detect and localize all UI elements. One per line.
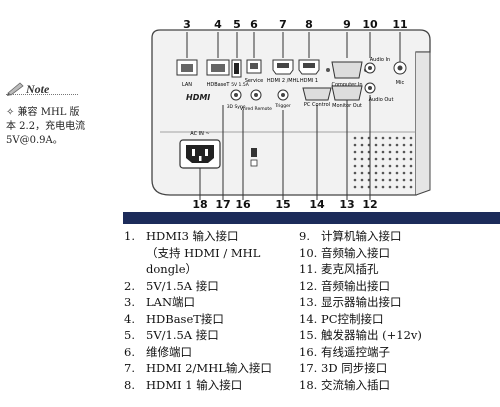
3d-sync-jack [230, 89, 242, 101]
list-item: 13.显示器输出接口 [299, 295, 402, 309]
callout-6: 6 [250, 18, 258, 31]
lan-label: LAN [182, 82, 192, 88]
monitor-out-label: Monitor Out [332, 103, 362, 109]
computer-in-label: Computer In [331, 82, 362, 88]
pc-control-port [302, 87, 332, 101]
callout-9: 9 [343, 18, 351, 31]
list-item: dongle） [146, 262, 198, 276]
monitor-out-port [331, 85, 363, 101]
usb-5v-label: 5V 1.5A [231, 82, 250, 88]
list-item: 8.HDMI 1 输入接口 [124, 377, 243, 392]
list-item: 18.交流输入插口 [299, 377, 390, 392]
list-item: 11.麦克风插孔 [299, 262, 379, 276]
callout-7: 7 [279, 18, 287, 31]
trigger-jack [277, 89, 289, 101]
hdmi-logo: HDMI [186, 93, 210, 102]
list-item: 7.HDMI 2/MHL输入接口 [124, 361, 272, 375]
note-text: ✧ 兼容 MHL 版 本 2.2，充电电流 5V@0.9A。 [6, 106, 124, 148]
list-item: 14.PC控制接口 [299, 311, 384, 326]
audio-out-jack [364, 82, 376, 94]
3d-sync-label: 3D Sync [227, 104, 246, 110]
pc-control-label: PC Control [304, 102, 330, 108]
mic-jack [393, 61, 407, 75]
service-port [246, 59, 262, 74]
note-line-1: ✧ 兼容 MHL 版 [6, 107, 80, 118]
service-label: Service [245, 78, 263, 84]
callout-12: 12 [362, 198, 378, 211]
list-item: （支持 HDMI / MHL [146, 245, 261, 260]
ac-in-label: AC IN ~ [190, 131, 209, 137]
usb-5v-port [231, 59, 242, 78]
callout-17: 17 [215, 198, 231, 211]
hdmi1-port [298, 59, 320, 75]
audio-in-label: Audio In [370, 57, 390, 63]
kensington-lock [250, 148, 258, 167]
list-item: 1.HDMI3 输入接口 [124, 229, 239, 243]
callout-10: 10 [362, 18, 378, 31]
section-divider-bar [123, 212, 500, 224]
callout-8: 8 [305, 18, 313, 31]
callout-16: 16 [235, 198, 251, 211]
note-line-2: 本 2.2，充电电流 [6, 121, 86, 132]
port-list-left: 1.HDMI3 输入接口 （支持 HDMI / MHL dongle） 2.5V… [124, 228, 294, 393]
callout-11: 11 [392, 18, 408, 31]
list-item: 5.5V/1.5A 接口 [124, 328, 219, 342]
list-item: 4.HDBaseT接口 [124, 311, 224, 326]
callout-5: 5 [233, 18, 241, 31]
wired-remote-jack [250, 89, 262, 101]
trigger-label: Trigger [274, 103, 291, 109]
list-item: 3.LAN端口 [124, 295, 196, 309]
callout-18: 18 [192, 198, 208, 211]
list-item: 9.计算机输入接口 [299, 229, 402, 243]
rear-panel-diagram: LAN HDBaseT 5V 1.5A Service HDMI 2 /MHL … [151, 29, 431, 200]
list-item: 17.3D 同步接口 [299, 361, 388, 375]
note-divider [6, 94, 78, 95]
list-item: 10.音频输入接口 [299, 245, 390, 260]
hdbaset-label: HDBaseT [207, 82, 231, 88]
hdmi1-label: HDMI 1 [300, 78, 318, 84]
hdmi2-port [272, 59, 294, 75]
mic-label: Mic [396, 80, 405, 86]
audio-out-label: Audio Out [369, 97, 394, 103]
callout-3: 3 [183, 18, 191, 31]
note-title: Note [26, 82, 50, 96]
list-item: 12.音频输出接口 [299, 278, 390, 293]
callout-4: 4 [214, 18, 222, 31]
hdmi2-label: HDMI 2 /MHL [267, 78, 300, 84]
port-list-right: 9.计算机输入接口 10.音频输入接口 11.麦克风插孔 12.音频输出接口 1… [299, 228, 499, 393]
list-item: 6.维修端口 [124, 344, 192, 359]
list-item: 16.有线遥控端子 [299, 344, 390, 359]
ac-power-socket [179, 139, 221, 169]
list-item: 15.触发器输出 (+12v) [299, 328, 422, 342]
hdbaset-port [206, 59, 230, 76]
audio-in-jack [364, 62, 376, 74]
callout-14: 14 [309, 198, 325, 211]
lan-port [176, 59, 198, 76]
callout-15: 15 [275, 198, 291, 211]
callout-13: 13 [339, 198, 355, 211]
note-line-3: 5V@0.9A。 [6, 135, 63, 146]
list-item: 2.5V/1.5A 接口 [124, 278, 219, 293]
wired-remote-label: Wired Remote [240, 106, 272, 112]
